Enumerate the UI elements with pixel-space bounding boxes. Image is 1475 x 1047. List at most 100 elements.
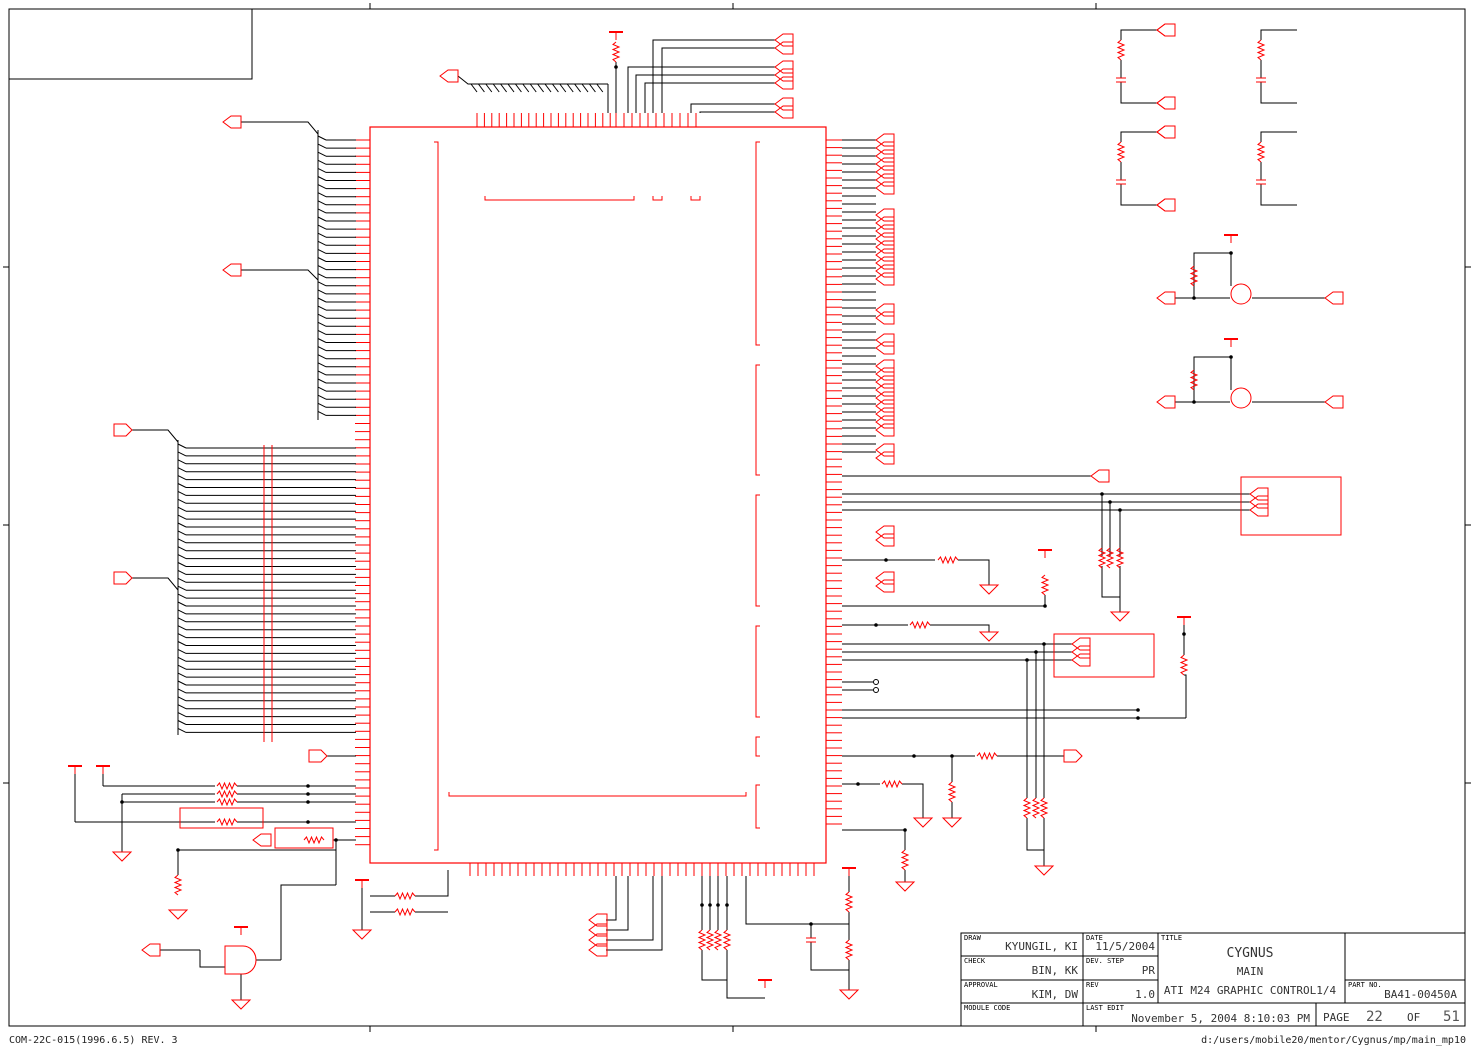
junction-dot <box>1042 642 1046 646</box>
wire <box>1260 82 1297 104</box>
gate-input-connector <box>141 943 161 957</box>
pullup-resistor <box>611 41 621 63</box>
page-label: PAGE <box>1323 1011 1350 1024</box>
mosfet-transistor <box>1230 283 1252 305</box>
rc-connector <box>1156 23 1176 37</box>
wire <box>930 624 990 632</box>
bus-c-branch <box>177 546 187 552</box>
bus-c-branch <box>177 617 187 623</box>
pulldown-resistor <box>173 874 183 896</box>
wire <box>644 82 775 113</box>
pulldown-resistor <box>844 939 854 961</box>
junction-dot <box>614 65 618 69</box>
wire <box>485 83 493 93</box>
wire <box>606 876 663 951</box>
junction-dot <box>306 820 310 824</box>
bus-c-branch <box>177 490 187 496</box>
bus-c-branch <box>177 720 187 725</box>
wire <box>1193 252 1231 298</box>
bus-a-branch <box>317 346 327 352</box>
rc-connector <box>1156 96 1176 110</box>
bus-a-branch <box>317 338 327 343</box>
series-resistor <box>881 779 903 789</box>
pullup-resistor <box>1105 547 1115 569</box>
gate-resistor <box>1189 369 1199 391</box>
bus-a-branch <box>317 200 327 206</box>
bus-a-branch <box>317 378 327 384</box>
bus-a-branch <box>317 184 327 190</box>
right-signal-connector <box>875 525 895 539</box>
junction-dot <box>1229 251 1233 255</box>
junction-dot <box>903 828 907 832</box>
draw-label: DRAW <box>964 934 982 942</box>
bottom-connector <box>588 943 608 957</box>
fet-out-connector <box>1324 291 1344 305</box>
part-no-value: BA41-00450A <box>1384 988 1457 1001</box>
wire <box>1260 29 1297 40</box>
pulldown-resistor <box>713 929 723 951</box>
pullup-resistor <box>900 849 910 871</box>
bus-a-branch <box>317 265 327 271</box>
bus-a-branch <box>317 143 327 149</box>
bus-a-branch <box>317 159 327 165</box>
right-signal-connector <box>875 367 895 381</box>
bus-c-branch <box>177 506 187 512</box>
block-connector <box>1249 503 1269 517</box>
wire <box>596 83 604 93</box>
wire <box>477 83 485 93</box>
bus-a-branch <box>317 370 327 376</box>
bus-a-connector <box>222 115 242 129</box>
ground-symbol <box>941 817 963 828</box>
bus-c-branch <box>177 664 187 670</box>
mosfet-transistor <box>1230 387 1252 409</box>
date-value: 11/5/2004 <box>1095 940 1155 953</box>
wire <box>1260 131 1297 142</box>
bus-a-branch <box>317 224 327 230</box>
series-resistor <box>394 891 416 901</box>
right-signal-connector <box>875 383 895 397</box>
pullup-resistor <box>947 781 957 803</box>
bus-c-branch <box>177 459 187 465</box>
rev-value: 1.0 <box>1135 988 1155 1001</box>
rev-label: REV <box>1086 981 1099 989</box>
wire <box>492 83 500 93</box>
wire <box>559 83 567 93</box>
wire <box>457 75 608 85</box>
junction-dot <box>950 754 954 758</box>
top-connector <box>774 105 794 119</box>
bus-a-branch <box>317 240 327 246</box>
wire <box>606 876 654 941</box>
block-connector <box>1071 645 1091 659</box>
right-signal-connector <box>875 407 895 421</box>
bus-a-branch <box>317 297 327 303</box>
bus-c-branch <box>177 451 187 457</box>
pullup-resistor <box>1097 547 1107 569</box>
form-code: COM-22C-015(1996.6.5) REV. 3 <box>9 1035 178 1046</box>
bus-c-branch <box>177 641 187 646</box>
junction-dot <box>306 800 310 804</box>
bus-b-trunk <box>241 269 319 281</box>
right-signal-connector <box>875 451 895 465</box>
bus-a-branch <box>317 176 327 181</box>
wire <box>1101 566 1120 598</box>
block-connector <box>1249 487 1269 501</box>
wire <box>544 83 552 93</box>
right-signal-connector <box>875 443 895 457</box>
wire <box>581 83 589 93</box>
bus-a-branch <box>317 208 327 214</box>
bus-c-branch <box>177 514 187 520</box>
wire <box>280 884 336 960</box>
pulldown-resistor <box>697 929 707 951</box>
right-signal-connector <box>875 240 895 254</box>
ground-symbol <box>351 929 373 940</box>
top-connector <box>774 76 794 90</box>
wire <box>606 876 617 921</box>
wire <box>552 83 559 93</box>
bus-c-branch <box>177 609 187 615</box>
bus-c-branch <box>177 585 187 591</box>
rc-resistor <box>1116 39 1126 61</box>
bus-c-branch <box>177 680 187 686</box>
bus-c-branch <box>177 688 187 694</box>
draw-value: KYUNGIL, KI <box>1005 940 1078 953</box>
